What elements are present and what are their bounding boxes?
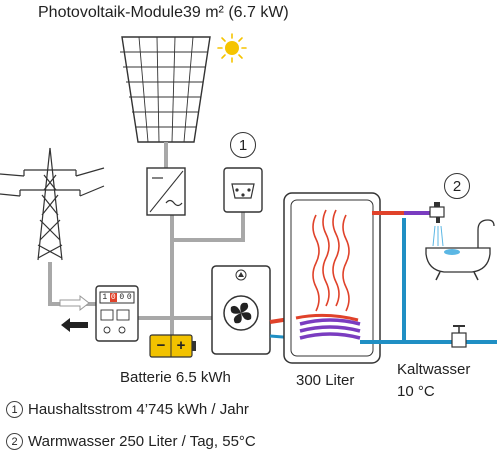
fan-icon xyxy=(230,302,252,324)
bathtub-icon xyxy=(425,219,495,281)
legend-number: 1 xyxy=(6,401,23,418)
sun-icon xyxy=(217,33,247,63)
badge-1: 1 xyxy=(230,132,256,158)
meter-digit: 0 xyxy=(109,293,117,302)
power-socket-icon xyxy=(223,167,263,213)
water-pipes xyxy=(360,211,497,344)
legend-number: 2 xyxy=(6,433,23,450)
cold-water-valve-icon xyxy=(451,325,467,348)
battery-label: Batterie 6.5 kWh xyxy=(120,369,231,386)
battery-plus: + xyxy=(176,337,186,354)
power-pylon-icon xyxy=(0,147,105,261)
cold-water-name: Kaltwasser xyxy=(397,361,471,378)
inverter xyxy=(146,167,186,216)
legend-text: Haushaltsstrom 4’745 kWh / Jahr xyxy=(28,401,249,418)
electricity-meter xyxy=(95,285,139,342)
heating-coil xyxy=(295,313,361,340)
meter-digit: 1 xyxy=(102,293,108,302)
faucet-icon xyxy=(429,202,445,247)
legend-text: Warmwasser 250 Liter / Tag, 55°C xyxy=(28,433,256,450)
legend-item-1: 1 Haushaltsstrom 4’745 kWh / Jahr xyxy=(6,401,249,418)
hot-water-tank xyxy=(283,192,381,364)
tank-label: 300 Liter xyxy=(296,372,355,389)
badge-2: 2 xyxy=(444,173,470,199)
cold-water-temp: 10 °C xyxy=(397,383,435,400)
heat-pump xyxy=(211,265,271,355)
battery-icon xyxy=(149,334,196,358)
battery-minus: − xyxy=(156,337,166,354)
diagram-title: Photovoltaik-Module39 m² (6.7 kW) xyxy=(38,4,289,21)
meter-digit: 0 xyxy=(126,293,132,302)
legend-item-2: 2 Warmwasser 250 Liter / Tag, 55°C xyxy=(6,433,256,450)
cold-water-label: Kaltwasser 10 °C xyxy=(397,359,470,403)
heat-waves xyxy=(312,209,350,312)
meter-display: 1 0 0 0 xyxy=(101,293,133,302)
grid-flow-arrows xyxy=(59,294,90,332)
meter-digit: 0 xyxy=(119,293,125,302)
solar-panel xyxy=(120,36,211,168)
